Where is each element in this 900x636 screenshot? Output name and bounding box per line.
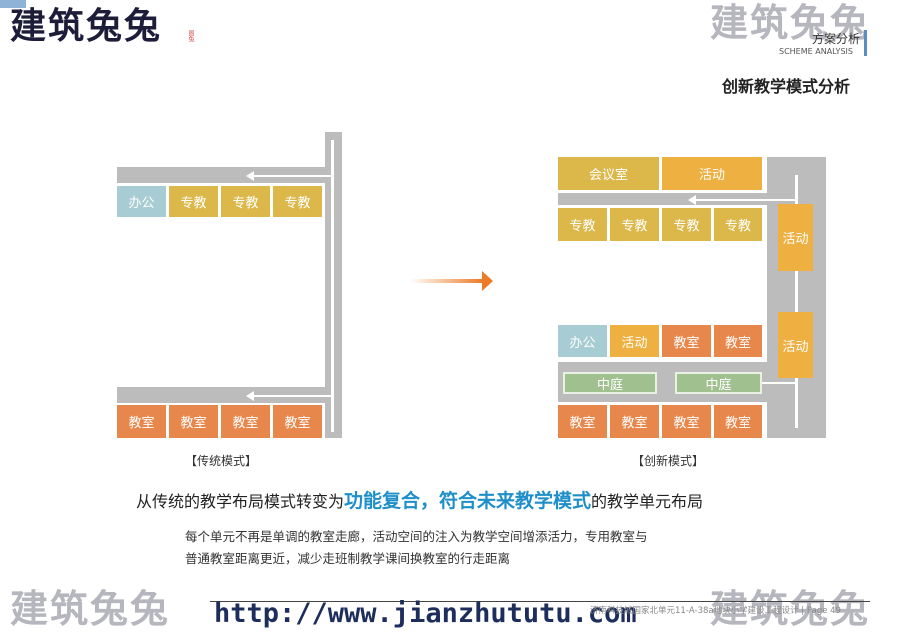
watermark-logo-top-right: 建筑兔兔: [710, 1, 871, 45]
description-line: 每个单元不再是单调的教室走廊，活动空间的注入为教学空间增添活力，专用教室与: [185, 529, 648, 544]
footer-divider: [210, 601, 870, 602]
room-courtyard: 中庭: [563, 372, 657, 394]
room-classroom: 教室: [221, 405, 270, 438]
room-classroom: 教室: [169, 405, 218, 438]
room-studio: 专教: [558, 208, 607, 241]
innovative-caption: 【创新模式】: [632, 454, 705, 468]
room-classroom: 教室: [662, 405, 711, 438]
circulation-line: [331, 140, 334, 432]
room-studio: 专教: [610, 208, 659, 241]
section-label-en: SCHEME ANALYSIS: [779, 47, 853, 56]
room-courtyard: 中庭: [675, 372, 762, 394]
brand-seal: 图兔: [187, 30, 194, 42]
headline: 从传统的教学布局模式转变为功能复合，符合未来教学模式的教学单元布局: [136, 486, 703, 513]
watermark-logo-bottom-left: 建筑兔兔: [10, 587, 171, 631]
room-studio: 专教: [221, 186, 270, 217]
room-office: 办公: [558, 325, 607, 357]
room-classroom: 教室: [662, 325, 711, 357]
room-classroom: 教室: [714, 405, 762, 438]
room-classroom: 教室: [714, 325, 762, 357]
footer-url[interactable]: http://www.jianzhututu.com: [214, 598, 637, 629]
circulation-arrow: [250, 175, 334, 177]
traditional-caption: 【传统模式】: [185, 454, 258, 468]
description: 每个单元不再是单调的教室走廊，活动空间的注入为教学空间增添活力，专用教室与 普通…: [185, 526, 648, 570]
circulation-line: [795, 175, 798, 428]
circulation-arrow: [692, 199, 796, 201]
corner-accent: [0, 0, 26, 8]
room-activity-side: 活动: [778, 312, 813, 378]
room-classroom: 教室: [610, 405, 659, 438]
page-title: 创新教学模式分析: [722, 77, 851, 96]
room-studio: 专教: [169, 186, 218, 217]
headline-prefix: 从传统的教学布局模式转变为: [136, 492, 345, 511]
room-activity-side: 活动: [778, 204, 813, 271]
room-studio: 专教: [662, 208, 711, 241]
room-office: 办公: [117, 186, 166, 217]
footer-project: 济南科技城国家北单元11-A-38a地块小学建设工程设计 | Page 49: [590, 606, 841, 616]
section-label-cn: 方案分析: [812, 32, 861, 46]
description-line: 普通教室距离更近，减少走班制教学课间换教室的行走距离: [185, 551, 511, 566]
circulation-arrow: [250, 395, 334, 397]
room-studio: 专教: [714, 208, 762, 241]
room-activity: 活动: [662, 157, 762, 190]
watermark-logo-bottom-right: 建筑兔兔: [710, 587, 871, 631]
brand-logo: 建筑兔兔: [10, 6, 163, 47]
headline-highlight: 功能复合，符合未来教学模式: [344, 490, 592, 512]
room-studio: 专教: [273, 186, 322, 217]
room-activity: 活动: [610, 325, 659, 357]
room-classroom: 教室: [273, 405, 322, 438]
room-classroom: 教室: [558, 405, 607, 438]
headline-suffix: 的教学单元布局: [591, 492, 704, 511]
room-classroom: 教室: [117, 405, 166, 438]
room-meeting: 会议室: [558, 157, 659, 190]
section-accent-bar: [864, 30, 867, 56]
